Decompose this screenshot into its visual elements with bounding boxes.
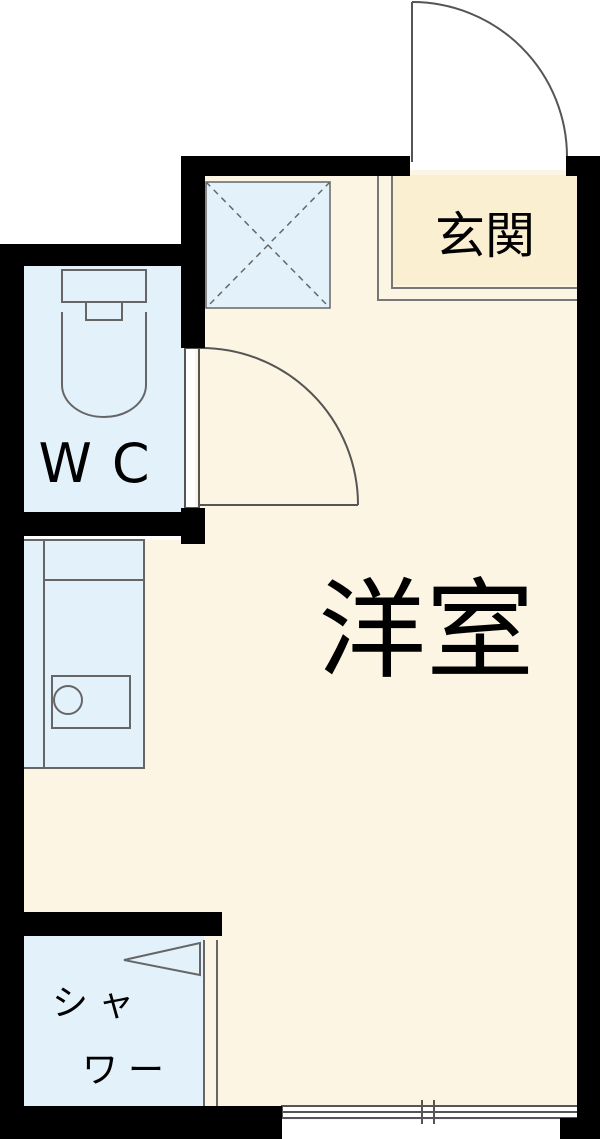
kitchen-counter: [22, 540, 144, 768]
genkan-label: 玄関: [435, 207, 535, 265]
stove-burner: [53, 685, 83, 715]
entry-door: [411, 1, 568, 162]
shower-label-line1: シャ: [52, 983, 144, 1024]
toilet-icon: [61, 269, 147, 418]
closet-x-icon: [205, 181, 331, 309]
sink-icon: [51, 675, 131, 729]
wc-floor: [20, 262, 185, 512]
shower-floor: [22, 933, 204, 1113]
genkan-floor: [392, 175, 578, 285]
walls: [0, 156, 600, 1139]
shower-curtain-icon: [123, 940, 218, 1112]
wc-label: WC: [38, 432, 169, 495]
genkan-step: [377, 175, 578, 301]
door-swing-icon: [198, 346, 359, 506]
main-room-floor: [20, 170, 580, 1120]
yoshitsu-label: 洋室: [318, 569, 534, 694]
shower-label-line2: ワー: [82, 1050, 174, 1091]
door-swing-icon: [411, 1, 568, 158]
